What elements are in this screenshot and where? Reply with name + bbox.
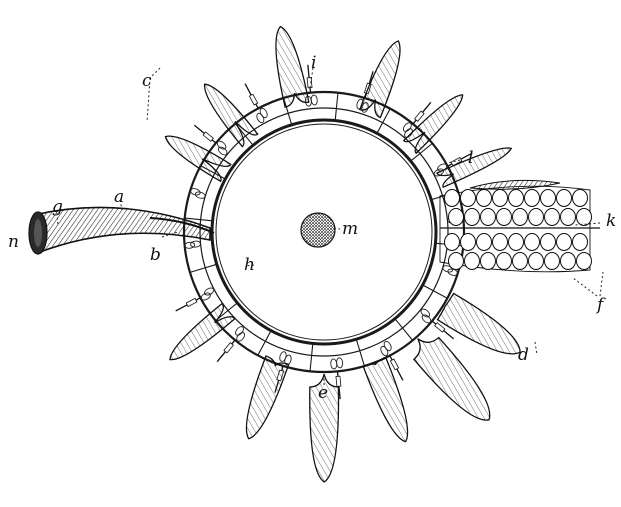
medusa-bud (437, 148, 511, 187)
egg-cell (541, 190, 556, 207)
central-body (301, 213, 335, 247)
label-d: d (518, 345, 529, 365)
medusa-bud (165, 136, 230, 181)
tentacle-bulb (249, 94, 257, 105)
egg-cell (573, 190, 588, 207)
egg-cell (513, 209, 528, 226)
egg-cell (529, 209, 544, 226)
rim-cell (200, 292, 212, 302)
egg-cell (445, 234, 460, 251)
rim-cell (311, 95, 318, 106)
medusa-bud (360, 41, 400, 118)
tentacle-bulb (390, 359, 398, 370)
label-g: g (52, 197, 63, 217)
egg-cell (481, 209, 496, 226)
egg-cell (573, 234, 588, 251)
rim-cell (259, 107, 269, 119)
egg-cell (577, 253, 592, 270)
label-a: a (114, 187, 124, 207)
tentacle-bulb (203, 132, 213, 141)
label-f: f (595, 295, 606, 315)
egg-bud (470, 180, 560, 189)
medusa-bud (414, 338, 490, 421)
egg-cell (465, 209, 480, 226)
egg-cell (561, 253, 576, 270)
egg-cell (461, 190, 476, 207)
radial-canal (356, 339, 364, 366)
egg-cell (465, 253, 480, 270)
radial-canal (335, 93, 338, 121)
medusa-bud (363, 358, 407, 442)
egg-cell (561, 209, 576, 226)
tentacle-bulb (336, 376, 341, 386)
label-c: c (142, 71, 152, 91)
rim-cell (184, 242, 195, 249)
egg-cell (481, 253, 496, 270)
egg-cell (577, 209, 592, 226)
rim-cell (383, 340, 393, 352)
label-m: m (342, 219, 358, 239)
medusa-bud (246, 356, 288, 439)
tentacle-bulb (415, 111, 424, 121)
egg-cell (513, 253, 528, 270)
label-n: n (8, 232, 19, 252)
egg-cell (541, 234, 556, 251)
label-b: b (150, 245, 161, 265)
egg-cell (477, 190, 492, 207)
egg-cell (477, 234, 492, 251)
label-e: e (318, 383, 328, 403)
egg-cell (545, 253, 560, 270)
egg-cell (449, 209, 464, 226)
egg-cell (509, 234, 524, 251)
rim-cell (330, 359, 337, 370)
medusa-bud (438, 293, 521, 353)
radial-canal (310, 343, 313, 371)
label-i: i (311, 53, 316, 73)
egg-cell (509, 190, 524, 207)
rim-cell (190, 241, 201, 248)
tentacle-bulb (224, 343, 233, 353)
egg-cell (493, 190, 508, 207)
egg-cell (557, 234, 572, 251)
rim-cell (336, 358, 343, 369)
rim-cell (203, 287, 215, 297)
egg-cell (545, 209, 560, 226)
egg-cell (445, 190, 460, 207)
egg-cell (497, 209, 512, 226)
radial-canal (190, 264, 217, 272)
egg-cell (449, 253, 464, 270)
egg-cell (525, 234, 540, 251)
egg-cell (525, 190, 540, 207)
egg-cell (461, 234, 476, 251)
label-h: h (244, 255, 255, 275)
egg-cell (557, 190, 572, 207)
label-k: k (606, 211, 616, 231)
label-l: l (468, 148, 473, 168)
medusa-bud (276, 27, 309, 108)
egg-cell (493, 234, 508, 251)
tentacle-bulb (186, 298, 197, 306)
egg-cell (497, 253, 512, 270)
egg-cell (529, 253, 544, 270)
